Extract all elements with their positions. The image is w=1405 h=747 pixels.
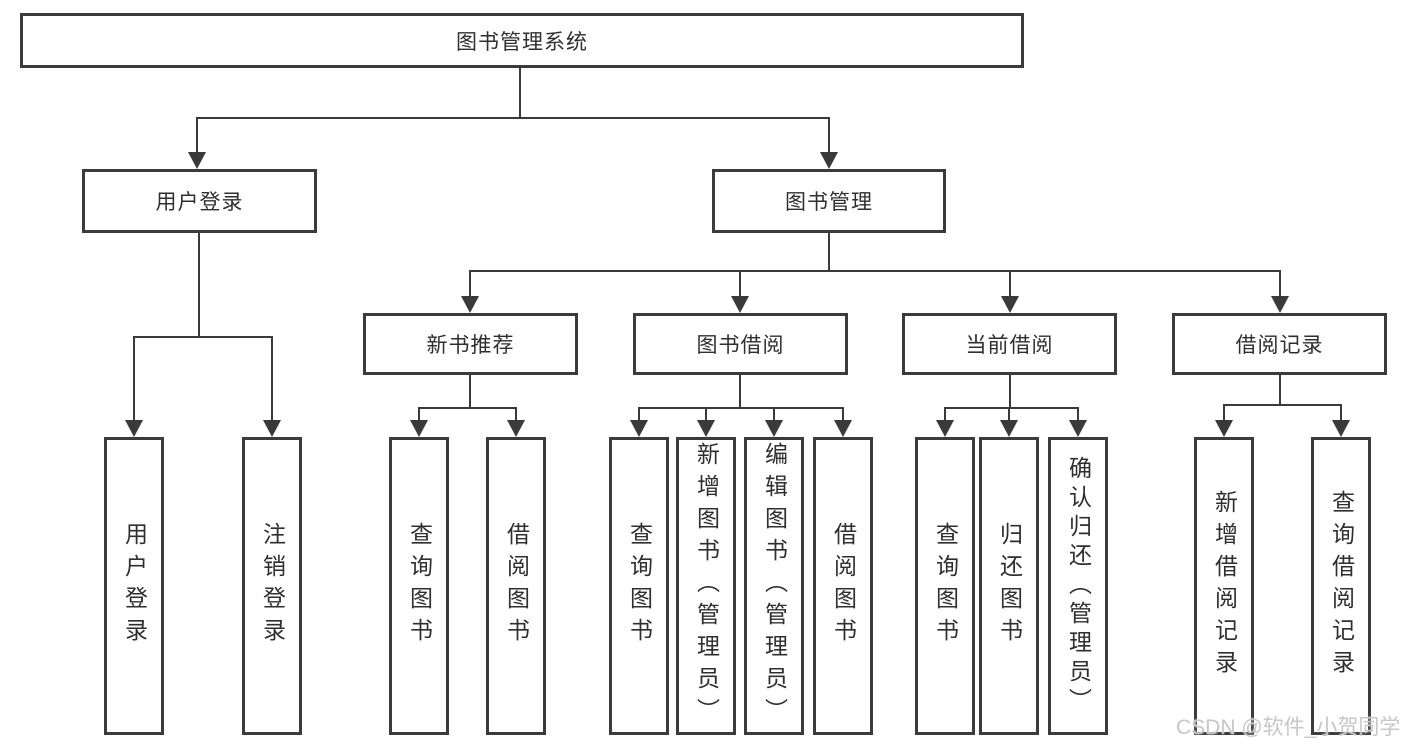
leaf-label: 编辑图书（管理员） [761,442,788,730]
node-label: 用户登录 [155,191,244,214]
connector-root-stem [519,68,521,119]
node-label: 图书管理 [785,191,873,214]
node-label: 当前借阅 [965,334,1054,357]
leaf-return-books: 归还图书 [979,437,1039,735]
connector-level3-rail [469,270,1281,272]
leaf-edit-books-admin: 编辑图书（管理员） [744,437,804,735]
node-book-borrowing: 图书借阅 [633,313,848,375]
leaf-label: 借阅图书 [503,522,530,650]
leaf-label: 用户登录 [121,522,148,650]
leaf-label: 查询图书 [406,522,433,650]
connector-new-book-rail [418,407,517,409]
node-new-book-recommend: 新书推荐 [363,313,578,375]
leaf-add-borrow-record: 新增借阅记录 [1194,437,1254,735]
connector-arrow-borrow-books-1 [507,407,525,437]
leaf-query-books-recommend: 查询图书 [389,437,449,735]
connector-level2-rail [196,117,830,119]
connector-arrow-borrow-books-2 [834,407,852,437]
node-user-login: 用户登录 [82,169,317,233]
connector-arrow-leaf-logout [263,336,281,437]
node-current-borrowing: 当前借阅 [902,313,1117,375]
connector-arrow-book-borrowing [731,270,749,313]
leaf-label: 注销登录 [259,522,286,650]
connector-arrow-current-borrowing [1001,270,1019,313]
leaf-user-login: 用户登录 [104,437,164,735]
connector-book-borrowing-stem [739,375,741,409]
connector-arrow-new-book-recommend [461,270,479,313]
connector-arrow-return-books [1000,407,1018,437]
connector-arrow-add-books [697,407,715,437]
leaf-query-books-borrowing: 查询图书 [609,437,669,735]
node-borrowing-records: 借阅记录 [1172,313,1387,375]
connector-arrow-query-books-1 [410,407,428,437]
connector-current-borrowing-rail [944,407,1079,409]
connector-arrow-user-login [188,117,206,169]
connector-current-borrowing-stem [1009,375,1011,409]
connector-book-management-stem [828,233,830,272]
connector-arrow-borrowing-records [1271,270,1289,313]
node-label: 借阅记录 [1235,334,1324,357]
leaf-confirm-return-admin: 确认归还（管理员） [1048,437,1108,735]
node-label: 图书管理系统 [456,30,588,54]
leaf-borrow-books-recommend: 借阅图书 [486,437,546,735]
connector-arrow-book-management [820,117,838,169]
leaf-query-borrow-record: 查询借阅记录 [1311,437,1371,735]
leaf-logout: 注销登录 [242,437,302,735]
leaf-add-books-admin: 新增图书（管理员） [676,437,736,735]
node-library-management-system: 图书管理系统 [20,13,1024,68]
node-book-management: 图书管理 [712,169,946,233]
leaf-label: 确认归还（管理员） [1065,455,1092,717]
leaf-label: 新增借阅记录 [1211,490,1238,682]
connector-arrow-query-books-3 [936,407,954,437]
leaf-label: 新增图书（管理员） [693,442,720,730]
node-label: 图书借阅 [696,334,785,357]
leaf-label: 借阅图书 [830,522,857,650]
connector-borrowing-records-rail [1223,404,1342,406]
connector-arrow-query-books-2 [630,407,648,437]
watermark: CSDN @软件_小贺同学 [1176,716,1401,739]
connector-user-login-stem [198,233,200,338]
connector-borrowing-records-stem [1279,375,1281,406]
connector-arrow-confirm-return [1069,407,1087,437]
leaf-label: 查询借阅记录 [1328,490,1355,682]
leaf-query-books-current: 查询图书 [915,437,975,735]
connector-user-login-rail [133,336,273,338]
connector-arrow-edit-books [765,407,783,437]
connector-arrow-query-borrow-record [1332,404,1350,437]
leaf-label: 归还图书 [996,522,1023,650]
connector-arrow-leaf-user-login [125,336,143,437]
leaf-label: 查询图书 [932,522,959,650]
connector-book-borrowing-rail [638,407,844,409]
connector-arrow-add-borrow-record [1215,404,1233,437]
leaf-label: 查询图书 [626,522,653,650]
node-label: 新书推荐 [426,334,515,357]
leaf-borrow-books-borrowing: 借阅图书 [813,437,873,735]
connector-new-book-stem [469,375,471,409]
